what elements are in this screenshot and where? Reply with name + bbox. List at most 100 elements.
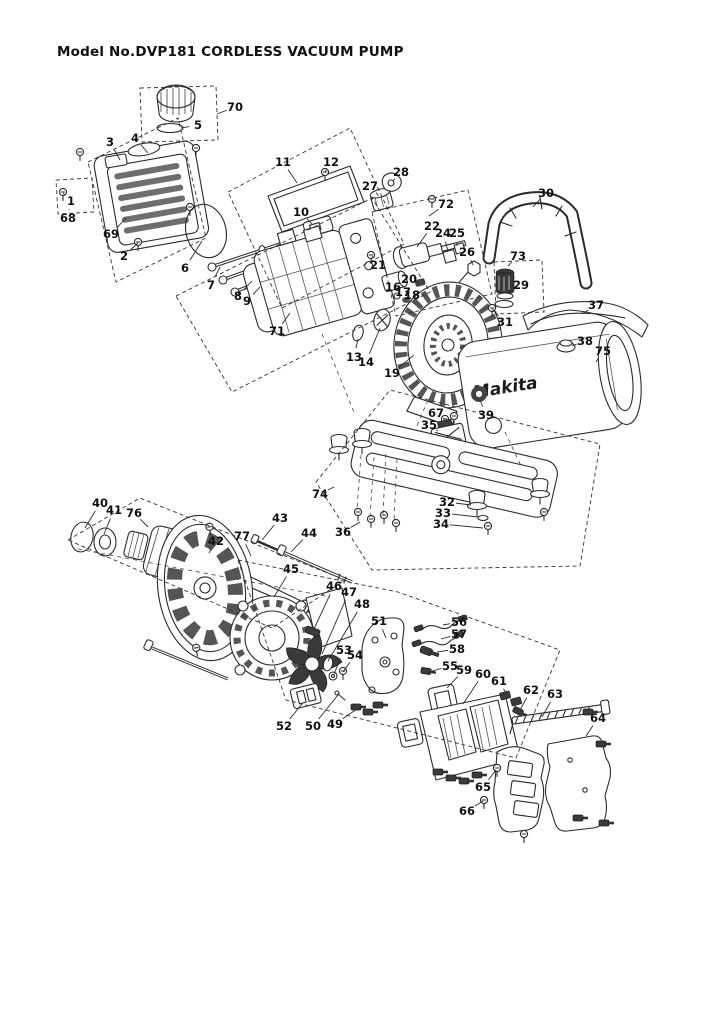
part-label-58: 58 bbox=[449, 642, 465, 656]
part-label-21: 21 bbox=[370, 258, 386, 272]
part-label-52: 52 bbox=[276, 719, 292, 733]
part-label-49: 49 bbox=[327, 717, 343, 731]
leader-line-9 bbox=[252, 286, 261, 295]
leader-line-50 bbox=[318, 694, 339, 720]
leader-line-24 bbox=[444, 241, 449, 252]
leader-line-36 bbox=[350, 521, 361, 528]
tank-screw-icon bbox=[75, 147, 85, 162]
part-label-68: 68 bbox=[60, 211, 76, 225]
part-label-70: 70 bbox=[227, 100, 243, 114]
contact-hardware bbox=[499, 690, 611, 735]
part-label-54: 54 bbox=[347, 648, 363, 662]
guide-line bbox=[393, 458, 398, 522]
washer-33 bbox=[477, 514, 489, 522]
leader-line-17 bbox=[405, 298, 407, 301]
group-outline-73 bbox=[493, 259, 545, 315]
screw-36-icon bbox=[379, 510, 389, 525]
part-label-22: 22 bbox=[424, 219, 440, 233]
bearing-41 bbox=[93, 527, 117, 557]
leader-line-65 bbox=[488, 769, 497, 781]
cooling-fan bbox=[286, 626, 343, 693]
screw-36-icon bbox=[366, 514, 376, 529]
leader-line-55 bbox=[431, 667, 442, 672]
part-label-41: 41 bbox=[106, 503, 122, 517]
part-label-32: 32 bbox=[439, 495, 455, 509]
part-label-1: 1 bbox=[67, 194, 75, 208]
leader-line-14 bbox=[369, 327, 381, 354]
leader-line-22 bbox=[416, 233, 428, 248]
part-label-55: 55 bbox=[442, 659, 458, 673]
leader-line-31 bbox=[491, 308, 499, 316]
part-label-17: 17 bbox=[395, 285, 411, 299]
connector-58 bbox=[419, 645, 440, 658]
leader-line-52 bbox=[289, 703, 303, 720]
part-label-64: 64 bbox=[590, 711, 606, 725]
part-label-60: 60 bbox=[475, 667, 491, 681]
part-label-35: 35 bbox=[421, 418, 437, 432]
group-outline-70 bbox=[139, 85, 219, 143]
guide-line bbox=[356, 454, 362, 510]
group-outline-68 bbox=[55, 177, 95, 215]
leader-line-12 bbox=[324, 169, 327, 173]
leader-line-53 bbox=[333, 658, 341, 675]
leader-line-40 bbox=[84, 510, 96, 529]
leader-line-73 bbox=[507, 262, 512, 267]
leader-line-57 bbox=[440, 635, 451, 640]
part-label-43: 43 bbox=[272, 511, 288, 525]
leader-line-1 bbox=[62, 192, 65, 195]
part-label-9: 9 bbox=[243, 294, 251, 308]
leader-line-47 bbox=[321, 600, 346, 655]
part-label-6: 6 bbox=[181, 261, 189, 275]
leader-line-11 bbox=[287, 169, 298, 184]
part-label-7: 7 bbox=[207, 278, 215, 292]
part-label-57: 57 bbox=[451, 627, 467, 641]
part-label-51: 51 bbox=[371, 614, 387, 628]
guide-line bbox=[415, 399, 429, 429]
leader-line-66 bbox=[474, 800, 484, 807]
leader-line-70 bbox=[216, 109, 227, 115]
group-outline-77 bbox=[237, 559, 561, 759]
part-label-28: 28 bbox=[393, 165, 409, 179]
guide-line bbox=[504, 431, 523, 469]
part-label-45: 45 bbox=[283, 562, 299, 576]
group-outline-tank bbox=[87, 117, 207, 283]
part-label-14: 14 bbox=[358, 355, 374, 369]
housing-screw-icon bbox=[470, 770, 489, 780]
guide-line bbox=[321, 333, 355, 413]
page-title: Model No.DVP181 CORDLESS VACUUM PUMP bbox=[57, 44, 404, 60]
rubber-foot-icon bbox=[328, 433, 350, 461]
leader-line-60 bbox=[462, 681, 479, 705]
screw-1-icon bbox=[58, 187, 68, 202]
leader-line-28 bbox=[392, 178, 396, 182]
bolt-55-icon bbox=[419, 665, 438, 677]
leader-line-48 bbox=[327, 611, 358, 662]
screw-34-icon bbox=[483, 521, 493, 536]
part-label-47: 47 bbox=[341, 585, 357, 599]
part-label-59: 59 bbox=[456, 663, 472, 677]
leader-line-8 bbox=[243, 280, 253, 290]
cover-screw-icon bbox=[594, 739, 613, 749]
part-label-40: 40 bbox=[92, 496, 108, 510]
leader-line-5 bbox=[180, 126, 190, 129]
part-label-67: 67 bbox=[428, 406, 444, 420]
leader-line-77 bbox=[245, 544, 252, 557]
leader-line-33 bbox=[451, 513, 479, 518]
exhaust-filter bbox=[494, 268, 515, 309]
leader-line-45 bbox=[273, 576, 287, 598]
part-label-50: 50 bbox=[305, 719, 321, 733]
part-label-66: 66 bbox=[459, 804, 475, 818]
part-label-5: 5 bbox=[194, 118, 202, 132]
leader-line-38 bbox=[571, 343, 577, 347]
leader-line-4 bbox=[140, 144, 149, 154]
rubber-foot-32 bbox=[466, 489, 488, 517]
part-label-20: 20 bbox=[401, 272, 417, 286]
leader-line-63 bbox=[541, 701, 551, 718]
part-label-63: 63 bbox=[547, 687, 563, 701]
nut-26 bbox=[467, 260, 481, 277]
leader-line-49 bbox=[342, 708, 358, 720]
leader-line-62 bbox=[519, 697, 528, 711]
part-label-42: 42 bbox=[208, 534, 224, 548]
part-label-25: 25 bbox=[449, 226, 465, 240]
part-label-19: 19 bbox=[384, 366, 400, 380]
